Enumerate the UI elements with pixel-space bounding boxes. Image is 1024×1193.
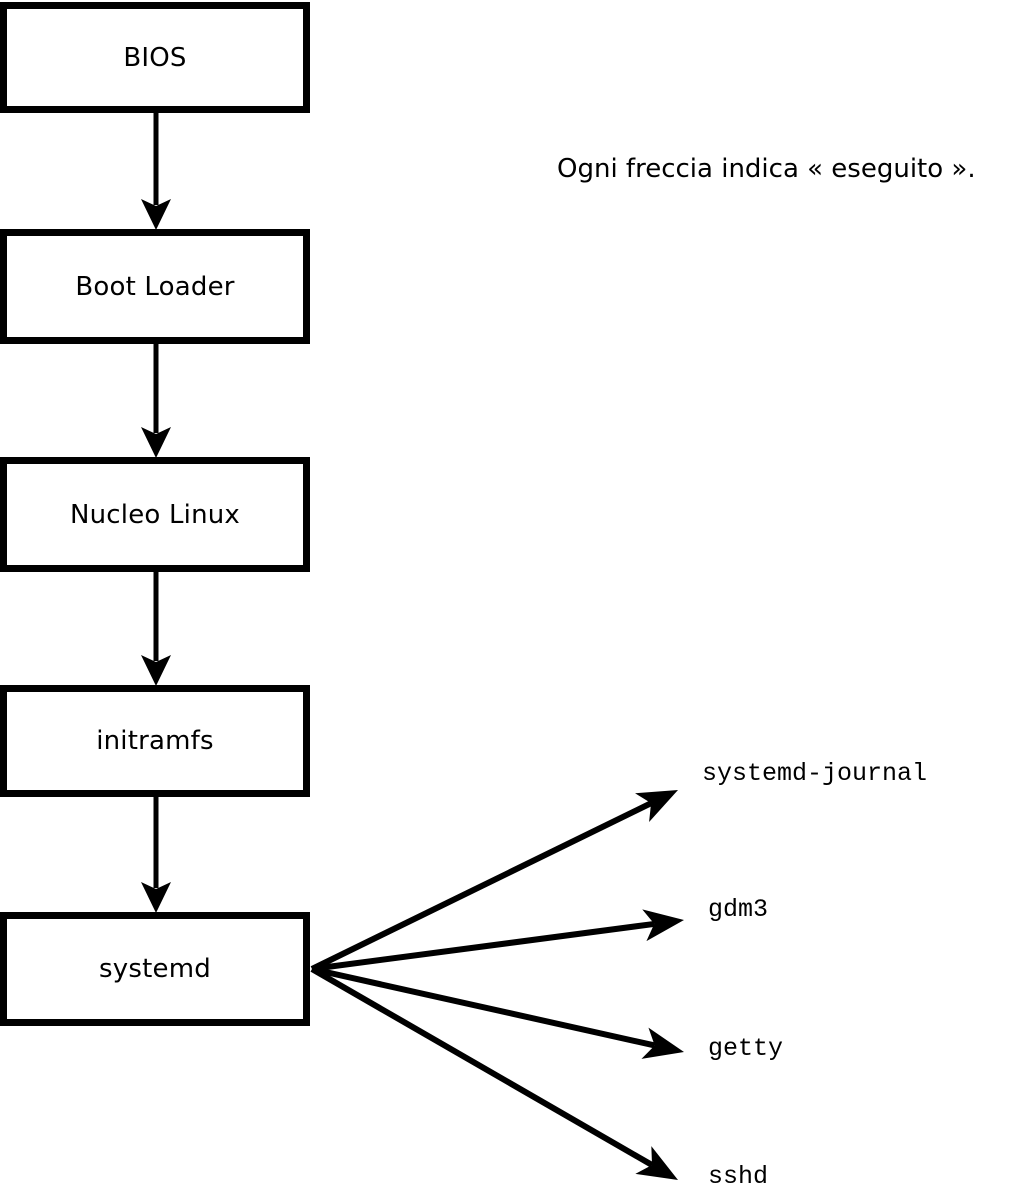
process-box-initramfs: initramfs	[0, 685, 310, 797]
fanout-arrow-head	[635, 790, 678, 822]
fanout-arrow-head	[635, 1146, 678, 1180]
arrow-shaft	[153, 344, 159, 433]
service-label-gdm3: gdm3	[708, 895, 769, 924]
box-label-bios: BIOS	[123, 42, 187, 73]
process-box-boot-loader: Boot Loader	[0, 229, 310, 344]
legend-note: Ogni freccia indica « eseguito ».	[557, 154, 976, 184]
service-label-systemd-journal: systemd-journal	[702, 759, 928, 788]
box-label-initramfs: initramfs	[96, 726, 214, 756]
service-label-sshd: sshd	[708, 1162, 769, 1191]
arrow-shaft	[153, 797, 159, 888]
arrow-shaft	[153, 113, 159, 205]
fanout-arrow-head	[642, 909, 684, 942]
box-label-boot-loader: Boot Loader	[75, 271, 235, 302]
fanout-arrow-head	[641, 1027, 684, 1059]
fanout-arrow-shaft	[310, 966, 654, 1168]
process-box-bios: BIOS	[0, 2, 310, 113]
process-box-nucleo-linux: Nucleo Linux	[0, 457, 310, 572]
arrow-head	[141, 199, 171, 230]
arrow-head	[141, 427, 171, 458]
process-box-systemd: systemd	[0, 912, 310, 1026]
fanout-arrows	[310, 790, 684, 1180]
arrow-shaft	[153, 572, 159, 661]
box-label-nucleo-linux: Nucleo Linux	[69, 499, 241, 530]
fanout-arrow-shaft	[311, 920, 655, 972]
box-label-systemd: systemd	[99, 954, 211, 984]
arrow-head	[141, 655, 171, 686]
service-label-getty: getty	[708, 1034, 784, 1063]
fanout-arrow-shaft	[311, 966, 656, 1049]
fanout-arrow-shaft	[310, 800, 653, 972]
arrow-head	[141, 882, 171, 913]
